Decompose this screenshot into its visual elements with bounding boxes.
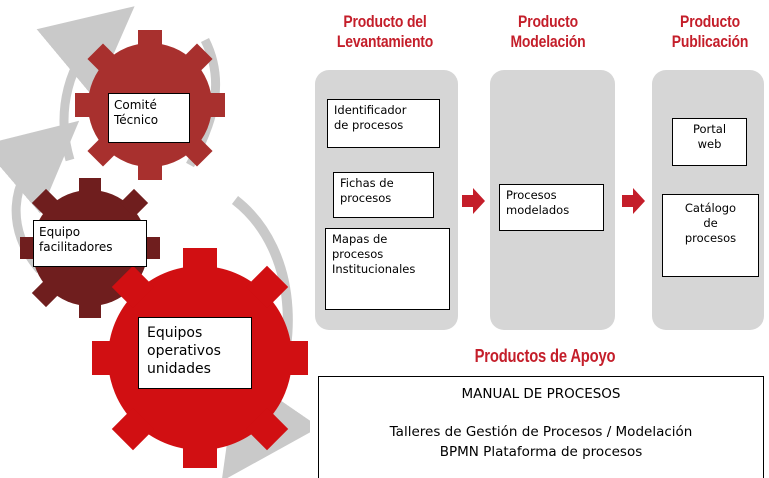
manual-procesos-box: MANUAL DE PROCESOS Talleres de Gestión d…: [318, 376, 764, 478]
manual-details: Talleres de Gestión de Procesos / Modela…: [389, 424, 693, 460]
identificador-procesos-box: Identificador de procesos: [327, 99, 440, 148]
comite-tecnico-label: Comité Técnico: [108, 93, 190, 143]
catalogo-procesos-box: Catálogo de procesos: [662, 194, 759, 277]
equipos-operativos-label: Equipos operativos unidades: [138, 317, 252, 389]
mapas-procesos-box: Mapas de procesos Institucionales: [325, 228, 450, 310]
portal-web-box: Portal web: [672, 118, 747, 166]
arrow-right-icon: [622, 188, 645, 214]
manual-title: MANUAL DE PROCESOS: [461, 386, 621, 402]
header-apoyo: Productos de Apoyo: [474, 346, 616, 366]
header-modelacion: Producto Modelación: [510, 12, 586, 51]
fichas-procesos-box: Fichas de procesos: [333, 172, 434, 218]
arrow-right-icon: [462, 188, 485, 214]
header-levantamiento: Producto del Levantamiento: [336, 12, 434, 51]
gear-bottom: [92, 248, 308, 468]
header-publicacion: Producto Publicación: [671, 12, 749, 51]
procesos-modelados-box: Procesos modelados: [499, 184, 604, 231]
equipo-facilitadores-label: Equipo facilitadores: [33, 220, 147, 267]
